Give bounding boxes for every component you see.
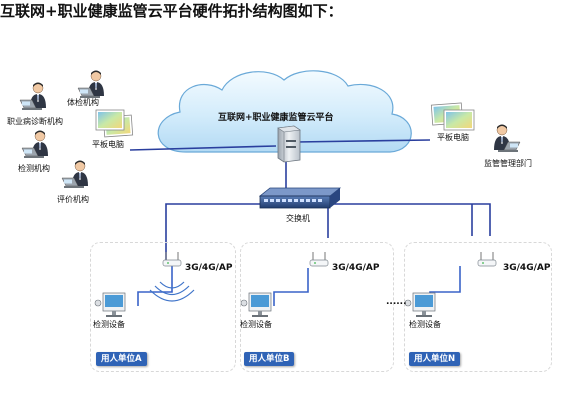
user-icon-diagnosis [19,82,46,110]
ap-label-n: 3G/4G/AP [503,263,551,273]
unit-tag-a: 用人单位A [96,352,147,366]
tablet-left-icon [95,109,134,138]
user-label-0: 体检机构 [67,98,99,107]
user-icon-evaluation [61,160,88,188]
access-point-icon-a [162,252,182,267]
unit-tag-b: 用人单位B [244,352,295,366]
device-label-b: 检测设备 [240,320,272,329]
ap-label-b: 3G/4G/AP [332,263,380,273]
unit-tag-n: 用人单位N [409,352,461,366]
link-tablet-right [295,139,431,143]
link-tablet-left [129,145,277,151]
ellipsis-text: ...... [386,297,407,307]
tablet-left-label: 平板电脑 [92,140,124,149]
link-ap-device-b [273,268,309,306]
switch-label: 交换机 [286,214,310,223]
access-point-icon-b [309,252,329,267]
terminal-icon-a [94,292,126,317]
user-label-1: 职业病诊断机构 [7,117,63,126]
tablet-right-icon [430,102,475,131]
unit-b-container [240,242,394,372]
supervisor-label: 监管管理部门 [484,159,532,168]
diagram-title: 互联网+职业健康监管云平台硬件拓扑结构图如下： [0,2,343,20]
device-label-n: 检测设备 [409,320,441,329]
terminal-icon-n [404,292,436,317]
unit-devices [94,252,497,317]
user-label-3: 评价机构 [57,195,89,204]
server-icon [277,125,301,163]
unit-n-container [404,242,552,372]
user-label-2: 检测机构 [18,164,50,173]
user-icon-supervisor [494,124,521,152]
user-icons [19,70,521,188]
switch-icon [258,187,342,209]
user-icon-testing [21,130,48,158]
device-label-a: 检测设备 [93,320,125,329]
cloud-icon [157,70,412,153]
tablet-right-label: 平板电脑 [437,133,469,142]
user-icon-exam [77,70,104,98]
ap-label-a: 3G/4G/AP [185,263,233,273]
unit-a-container [90,242,236,372]
link-ap-device-a [137,266,173,306]
access-point-icon-n [477,252,497,267]
terminal-icon-b [240,292,272,317]
wifi-signal-icon [149,281,195,302]
cloud-label: 互联网+职业健康监管云平台 [218,113,334,123]
